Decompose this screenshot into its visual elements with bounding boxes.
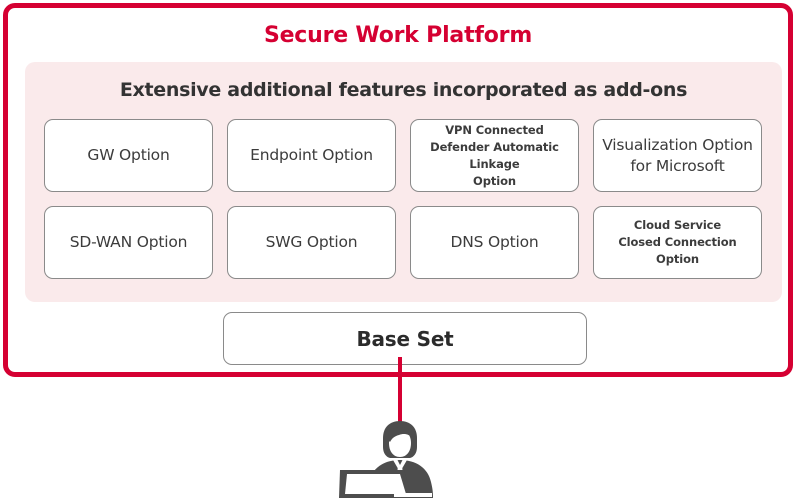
option-card-visualization-microsoft[interactable]: Visualization Option for Microsoft: [593, 119, 762, 192]
option-line: SWG Option: [265, 233, 358, 251]
option-line: SD-WAN Option: [69, 233, 188, 251]
option-card-label: DNS Option: [450, 232, 538, 253]
option-card-gw[interactable]: GW Option: [44, 119, 213, 192]
addons-heading: Extensive additional features incorporat…: [119, 79, 688, 101]
option-line: Closed Connection Option: [618, 235, 737, 266]
option-line: Option: [473, 173, 516, 188]
option-card-grid: GW Option Endpoint Option VPN Connected …: [44, 119, 763, 279]
option-line: VPN Connected: [445, 122, 544, 137]
option-card-label: Endpoint Option: [250, 145, 373, 166]
option-card-swg[interactable]: SWG Option: [227, 206, 396, 279]
option-card-dns[interactable]: DNS Option: [410, 206, 579, 279]
option-card-label: Cloud Service Closed Connection Option: [600, 217, 755, 268]
addons-panel: Extensive additional features incorporat…: [25, 62, 782, 302]
secure-work-platform-frame: Secure Work Platform Extensive additiona…: [3, 3, 793, 377]
option-line: Cloud Service: [633, 218, 722, 232]
option-card-label: Visualization Option for Microsoft: [602, 135, 753, 177]
base-set-card[interactable]: Base Set: [223, 312, 587, 365]
option-card-label: VPN Connected Defender Automatic Linkage…: [417, 122, 572, 190]
option-line: Endpoint Option: [250, 146, 373, 164]
option-line: Defender Automatic Linkage: [430, 139, 559, 171]
connector-line: [398, 357, 402, 427]
option-line: GW Option: [87, 146, 170, 164]
platform-title: Secure Work Platform: [263, 23, 533, 48]
option-card-sd-wan[interactable]: SD-WAN Option: [44, 206, 213, 279]
option-line: for Microsoft: [630, 156, 725, 175]
option-card-cloud-service-closed-connection[interactable]: Cloud Service Closed Connection Option: [593, 206, 762, 279]
option-line: Visualization Option: [602, 135, 753, 154]
option-line: DNS Option: [450, 233, 539, 251]
person-at-laptop-icon: [338, 420, 462, 498]
option-card-label: GW Option: [87, 145, 169, 166]
base-set-label: Base Set: [356, 326, 454, 351]
option-card-endpoint[interactable]: Endpoint Option: [227, 119, 396, 192]
option-card-vpn-connected-defender[interactable]: VPN Connected Defender Automatic Linkage…: [410, 119, 579, 192]
option-card-label: SD-WAN Option: [69, 232, 188, 253]
option-card-label: SWG Option: [266, 232, 358, 253]
